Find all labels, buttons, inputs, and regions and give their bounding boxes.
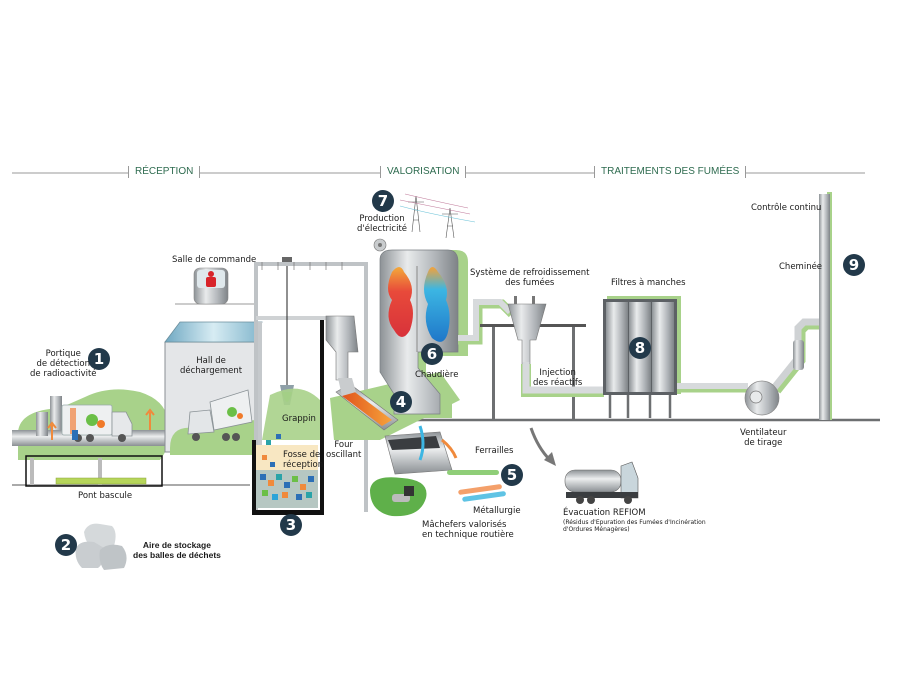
step-badge-8: 8: [629, 337, 651, 359]
label-line: Portique: [45, 349, 81, 359]
cooling-system: [480, 296, 604, 420]
section-valorisation: VALORISATION: [380, 166, 467, 178]
label-line: Hall de: [196, 356, 226, 366]
label-line: Aire de stockage: [142, 540, 211, 550]
label-reagent-injection: Injection des réactifs: [533, 368, 582, 388]
label-boiler: Chaudière: [415, 370, 459, 380]
label-line: d'Ordures Ménagères): [563, 526, 630, 533]
slag-extractor: [370, 425, 458, 517]
reception-pit: [252, 257, 364, 515]
label-line: Fosse de: [283, 450, 321, 460]
unloading-hall: [164, 321, 263, 455]
label-line: d'électricité: [357, 224, 408, 234]
label-storage-area: Aire de stockage des balles de déchets: [133, 540, 221, 560]
label-unloading-hall: Hall de déchargement: [180, 356, 242, 376]
label-bottom-ash: Mâchefers valorisés en technique routièr…: [422, 520, 514, 540]
label-line: Ventilateur: [740, 428, 787, 438]
label-cooling-system: Système de refroidissement des fumées: [470, 268, 589, 288]
label-line: oscillant: [326, 450, 362, 460]
label-line: déchargement: [180, 366, 243, 376]
scrap-metal-bars: [447, 470, 506, 502]
refiom-arrow: [529, 427, 556, 466]
step-badge-7: 7: [372, 190, 394, 212]
waste-bales: [75, 523, 127, 570]
label-line: en technique routière: [422, 530, 514, 540]
step-badge-6: 6: [421, 343, 443, 365]
label-reception-pit: Fosse de réception: [283, 450, 323, 470]
boiler: [373, 238, 468, 418]
label-grab: Grappin: [282, 414, 316, 424]
step-badge-2: 2: [55, 534, 77, 556]
chimney: [819, 192, 832, 420]
power-pylons: [399, 193, 476, 239]
label-line: de tirage: [744, 438, 783, 448]
draft-fan: [744, 380, 780, 416]
label-bag-filters: Filtres à manches: [611, 278, 686, 288]
flue-pipe-2: [677, 318, 822, 394]
label-oscillating-kiln: Four oscillant: [326, 440, 361, 460]
label-line: Injection: [539, 368, 576, 378]
label-radioactivity-portal: Portique de détection de radioactivité: [30, 349, 97, 379]
label-refiom-detail: (Résidus d'Epuration des Fumées d'Inciné…: [563, 519, 706, 533]
label-line: des balles de déchets: [133, 550, 221, 560]
flue-pipe-1: [458, 299, 516, 345]
section-reception: RÉCEPTION: [128, 166, 201, 178]
step-badge-9: 9: [843, 254, 865, 276]
label-continuous-monitoring: Contrôle continu: [751, 203, 822, 213]
tanker-truck: [564, 461, 639, 504]
label-electricity-production: Production d'électricité: [357, 214, 407, 234]
label-line: des fumées: [505, 278, 555, 288]
label-line: des réactifs: [533, 378, 583, 388]
label-weighbridge: Pont bascule: [78, 491, 133, 501]
label-line: de radioactivité: [30, 369, 97, 379]
label-line: Four: [334, 440, 353, 450]
section-fumes-treatment: TRAITEMENTS DES FUMÉES: [594, 166, 747, 178]
weighbridge-scene: [12, 389, 171, 487]
label-scrap-metal: Ferrailles: [475, 446, 514, 456]
control-room: [175, 267, 258, 305]
label-line: Système de refroidissement: [470, 268, 590, 278]
label-line: Production: [359, 214, 405, 224]
label-line: Mâchefers valorisés: [422, 520, 507, 530]
step-badge-1: 1: [88, 348, 110, 370]
label-chimney: Cheminée: [779, 262, 823, 272]
step-badge-5: 5: [501, 464, 523, 486]
label-draft-fan: Ventilateur de tirage: [740, 428, 786, 448]
step-badge-4: 4: [390, 391, 412, 413]
step-badge-3: 3: [280, 514, 302, 536]
label-refiom-evacuation: Évacuation REFIOM: [563, 508, 646, 518]
label-line: de détection: [36, 359, 90, 369]
waste-pieces: [260, 434, 314, 500]
label-metallurgy: Métallurgie: [473, 506, 521, 516]
label-line: réception: [283, 460, 324, 470]
label-control-room: Salle de commande: [172, 255, 257, 265]
label-line: (Résidus d'Epuration des Fumées d'Inciné…: [563, 519, 706, 526]
